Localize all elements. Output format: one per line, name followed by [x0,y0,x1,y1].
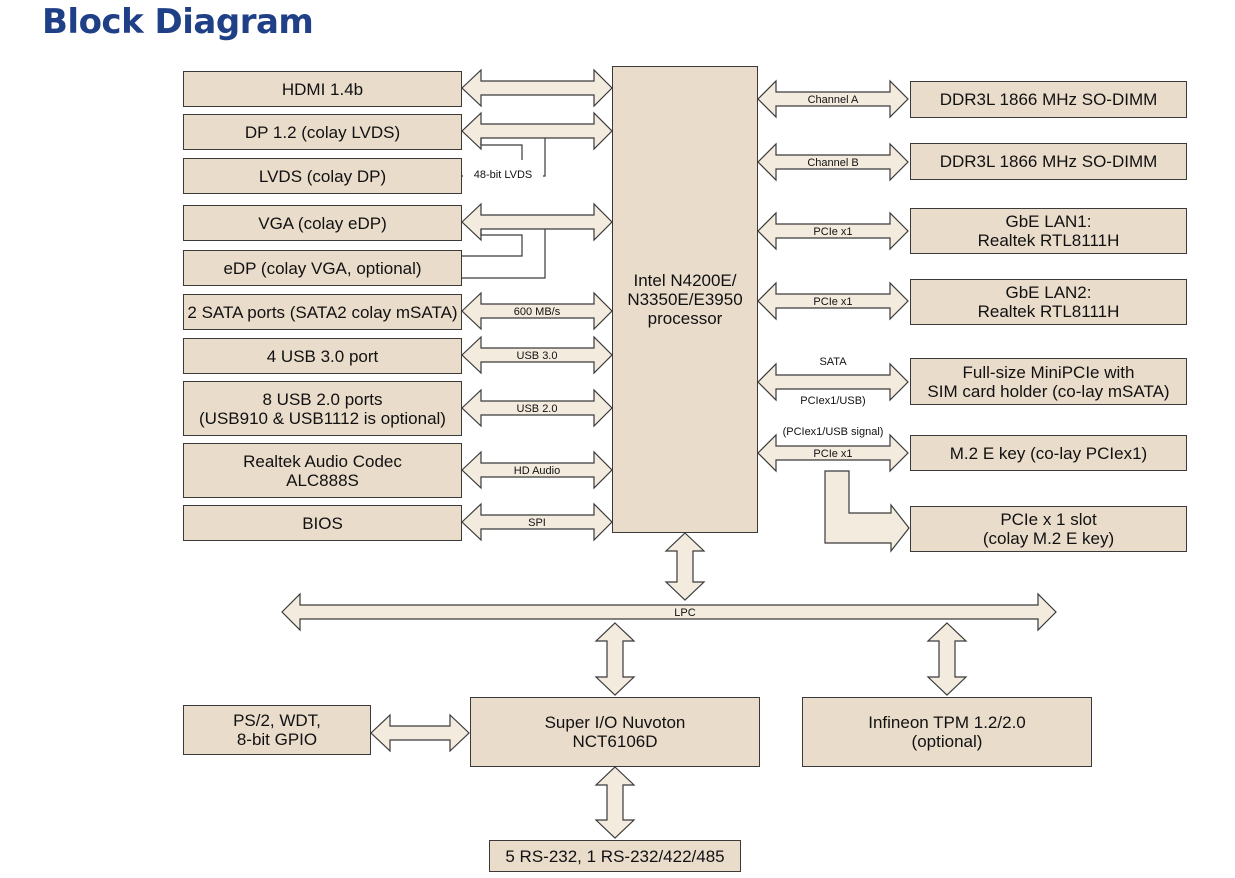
tpm-block: Infineon TPM 1.2/2.0 (optional) [802,697,1092,767]
pcie-slot-block: PCIe x 1 slot (colay M.2 E key) [910,506,1187,552]
lvds-block: LVDS (colay DP) [183,158,462,194]
page-title: Block Diagram [42,2,314,42]
audio-block: Realtek Audio Codec ALC888S [183,443,462,498]
arrow-minipcie [757,362,909,402]
superio-block: Super I/O Nuvoton NCT6106D [470,697,760,767]
lan1-block: GbE LAN1: Realtek RTL8111H [910,208,1187,254]
sata-mini-label: SATA [819,356,847,368]
usb2-link-label: USB 2.0 [517,403,558,415]
ddr-a-block: DDR3L 1866 MHz SO-DIMM [910,81,1187,118]
edp-block: eDP (colay VGA, optional) [183,250,462,286]
arrow-lan1 [757,211,909,251]
serial-block: 5 RS-232, 1 RS-232/422/485 [489,840,741,872]
arrow-dp [461,111,613,151]
arrow-lpc-tpm [926,622,968,696]
lvds-branch [481,144,523,160]
arrow-ddr-a [757,79,909,119]
spi-label: SPI [528,517,546,529]
pcie-lan1-label: PCIe x1 [813,226,852,238]
lpc-bus [281,592,1057,632]
usb2-block: 8 USB 2.0 ports (USB910 & USB1112 is opt… [183,381,462,436]
sata-block: 2 SATA ports (SATA2 colay mSATA) [183,294,462,330]
ps2-block: PS/2, WDT, 8-bit GPIO [183,705,371,755]
lvds-label-box [463,166,543,182]
channel-a-label: Channel A [808,94,859,106]
arrow-lpc-superio [594,622,636,696]
channel-b-label: Channel B [807,157,858,169]
hd-audio-label: HD Audio [514,465,560,477]
vga-block: VGA (colay eDP) [183,205,462,241]
lvds-48bit-label: 48-bit LVDS [474,169,533,181]
arrow-hdmi [461,68,613,108]
pciex1-usb-signal-label: (PCIex1/USB signal) [783,426,884,438]
hdmi-block: HDMI 1.4b [183,71,462,107]
cpu-block: Intel N4200E/ N3350E/E3950 processor [612,66,758,533]
arrow-m2 [757,433,909,473]
sata-speed-label: 600 MB/s [514,306,561,318]
lpc-label: LPC [674,607,695,619]
arrow-lan2 [757,281,909,321]
pcie-lan2-label: PCIe x1 [813,296,852,308]
usb3-link-label: USB 3.0 [517,350,558,362]
usb3-block: 4 USB 3.0 port [183,338,462,374]
m2-block: M.2 E key (co-lay PCIex1) [910,435,1187,471]
ddr-b-block: DDR3L 1866 MHz SO-DIMM [910,143,1187,180]
arrow-ps2-superio [370,713,470,753]
minipcie-block: Full-size MiniPCIe with SIM card holder … [910,358,1187,405]
arrow-ddr-b [757,142,909,182]
edp-branch-inner [462,229,523,257]
pciex1-usb-label: PCIex1/USB) [800,395,865,407]
arrow-pcie-slot [824,470,910,553]
bios-block: BIOS [183,505,462,541]
arrow-superio-serial [594,766,636,839]
pcie-m2-label: PCIe x1 [813,448,852,460]
lan2-block: GbE LAN2: Realtek RTL8111H [910,279,1187,325]
arrow-cpu-lpc [664,532,706,601]
edp-branch-outer [462,229,546,279]
dp-block: DP 1.2 (colay LVDS) [183,114,462,150]
